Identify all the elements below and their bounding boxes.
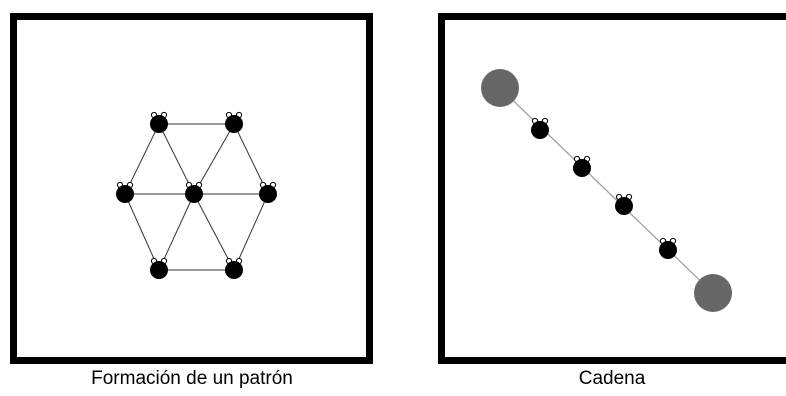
robot-icon	[224, 111, 244, 134]
formation-link	[158, 193, 195, 271]
robot-icon	[614, 193, 634, 216]
hexagon-links	[124, 123, 269, 271]
robot-icon	[224, 257, 244, 280]
robot-icon	[149, 111, 169, 134]
caption-pattern-formation: Formación de un patrón	[91, 368, 293, 389]
caption-chain: Cadena	[578, 368, 646, 389]
robot-icon	[530, 117, 550, 140]
robot-icon	[658, 237, 678, 260]
robot-icon	[115, 181, 135, 204]
formation-link	[193, 193, 235, 271]
robot-icon	[149, 257, 169, 280]
formation-link	[193, 123, 235, 195]
formation-link	[124, 193, 160, 271]
right-panel-frame	[438, 13, 786, 364]
anchor-node-icon	[481, 69, 519, 107]
anchor-node-icon	[694, 274, 732, 312]
robot-icon	[572, 155, 592, 178]
formation-link	[233, 193, 269, 271]
robot-icon	[184, 181, 204, 204]
robot-icon	[258, 181, 278, 204]
